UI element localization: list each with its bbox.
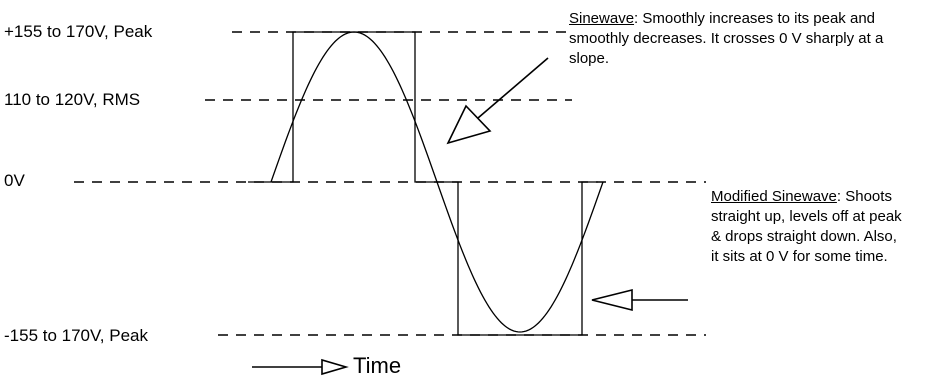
modified-sinewave-description: : Shoots straight up, levels off at peak… [711,188,902,265]
sinewave-annotation: Sinewave: Smoothly increases to its peak… [569,9,919,69]
time-arrow-icon [252,358,349,376]
sinewave-pointer-arrow [446,57,549,145]
peak-positive-label: +155 to 170V, Peak [4,22,153,41]
modified-sinewave-annotation: Modified Sinewave: Shoots straight up, l… [711,187,906,267]
sinewave-description: : Smoothly increases to its peak and smo… [569,10,884,67]
modified-sinewave-trace [248,31,598,336]
rms-label: 110 to 120V, RMS [4,90,141,109]
sinewave-heading: Sinewave [569,10,635,27]
time-label: Time [353,353,402,378]
sinewave-trace [270,31,604,333]
peak-negative-label: -155 to 170V, Peak [4,326,148,345]
modified-sinewave-pointer-arrow [591,288,688,312]
zero-volt-label: 0V [4,171,25,190]
modified-sinewave-heading: Modified Sinewave [711,188,837,205]
